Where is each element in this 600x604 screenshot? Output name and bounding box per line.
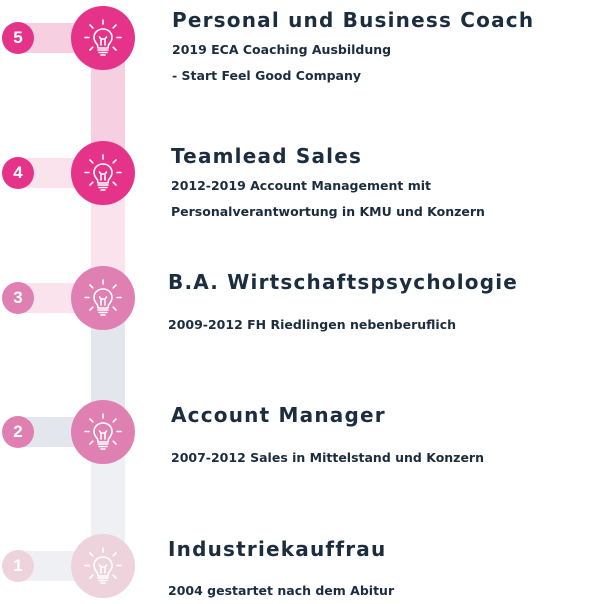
entry-description-line: 2012-2019 Account Management mit	[171, 178, 431, 193]
entry-title: Personal und Business Coach	[172, 8, 535, 32]
lightbulb-icon	[71, 266, 135, 330]
lightbulb-icon	[71, 141, 135, 205]
entry-title: Industriekauffrau	[168, 537, 387, 561]
entry-description-line: Personalverantwortung in KMU und Konzern	[171, 204, 485, 219]
step-number-badge: 4	[2, 157, 34, 189]
step-number-badge: 3	[2, 282, 34, 314]
entry-description-line: 2004 gestartet nach dem Abitur	[168, 583, 395, 598]
entry-description-line: - Start Feel Good Company	[172, 68, 362, 83]
entry-title: Teamlead Sales	[171, 144, 363, 168]
lightbulb-icon	[71, 400, 135, 464]
entry-title: Account Manager	[171, 403, 386, 427]
lightbulb-icon	[71, 6, 135, 70]
entry-description-line: 2007-2012 Sales in Mittelstand und Konze…	[171, 450, 485, 465]
lightbulb-icon	[71, 534, 135, 598]
entry-description-line: 2009-2012 FH Riedlingen nebenberuflich	[168, 317, 457, 332]
entry-title: B.A. Wirtschaftspsychologie	[168, 270, 519, 294]
step-number-badge: 2	[2, 416, 34, 448]
entry-description-line: 2019 ECA Coaching Ausbildung	[172, 42, 392, 57]
step-number-badge: 5	[2, 22, 34, 54]
step-number-badge: 1	[2, 550, 34, 582]
